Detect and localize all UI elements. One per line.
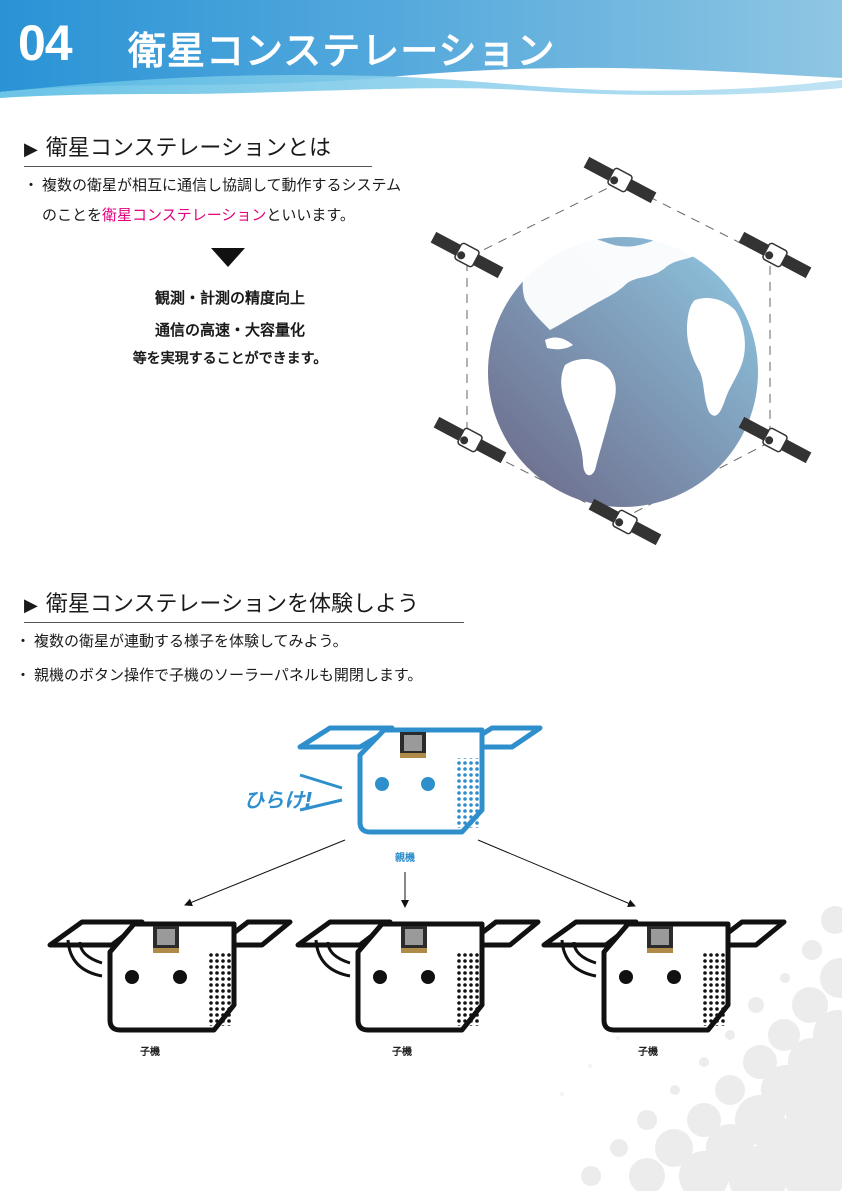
header-wave-background	[0, 0, 842, 98]
triangle-marker-icon: ▶	[24, 595, 38, 616]
section1-bullet-line2: のことを衛星コンステレーションといいます。	[42, 200, 355, 230]
bullet-text-after: といいます。	[266, 206, 355, 224]
bullet-dot: ・	[15, 632, 31, 650]
shout-text: ひらけ!	[244, 788, 314, 812]
parent-label: 親機	[395, 853, 415, 864]
child-satellite-robot	[295, 919, 541, 1033]
shout-line	[299, 773, 343, 790]
header-banner: 04 衛星コンステレーション	[0, 0, 842, 100]
body-shading	[455, 758, 479, 828]
satellite-icon	[583, 156, 657, 204]
benefits-list: 観測・計測の精度向上 通信の高速・大容量化 等を実現することができます。	[80, 282, 380, 372]
section2-bullet: ・複数の衛星が連動する様子を体験してみよう。	[12, 626, 348, 656]
down-arrow-triangle-icon	[211, 248, 245, 267]
section2-heading: ▶ 衛星コンステレーションを体験しよう	[24, 586, 464, 623]
shout-line	[299, 798, 343, 812]
satellite-icon	[738, 231, 812, 279]
microbit-board-icon	[400, 732, 426, 758]
child-label: 子機	[140, 1047, 160, 1058]
benefit-summary: 等を実現することができます。	[132, 351, 328, 367]
arrow-to-child-3	[477, 839, 636, 907]
child-satellite-robot	[541, 919, 787, 1033]
halftone-decoration	[560, 906, 842, 1191]
robot-eye-left	[375, 777, 389, 791]
robot-eye-right	[421, 777, 435, 791]
satellite-icon	[738, 416, 812, 464]
bullet-dot: ・	[23, 176, 39, 194]
chapter-number: 04	[18, 15, 73, 71]
benefit-item: 通信の高速・大容量化	[154, 321, 305, 339]
bullet-text: 親機のボタン操作で子機のソーラーパネルも開閉します。	[34, 666, 423, 684]
chapter-title: 衛星コンステレーション	[128, 29, 556, 73]
bullet-text-before: のことを	[42, 206, 103, 224]
arrow-to-child-1	[184, 839, 346, 907]
satellite-icon	[433, 416, 507, 464]
child-label: 子機	[392, 1047, 412, 1058]
parent-satellite-robot	[297, 725, 543, 835]
section2-heading-text: 衛星コンステレーションを体験しよう	[45, 592, 419, 617]
earth-globe-icon	[488, 237, 758, 507]
bullet-text: 複数の衛星が相互に通信し協調して動作するシステム	[42, 176, 402, 194]
section1-heading: ▶ 衛星コンステレーションとは	[24, 130, 372, 167]
section1-bullet-line1: ・複数の衛星が相互に通信し協調して動作するシステム	[20, 170, 401, 200]
child-label: 子機	[638, 1047, 658, 1058]
parent-child-diagram	[47, 725, 787, 1033]
robot-body	[357, 727, 485, 835]
satellite-icon	[430, 231, 504, 279]
bullet-dot: ・	[15, 666, 31, 684]
highlight-term: 衛星コンステレーション	[102, 206, 267, 224]
constellation-illustration	[430, 156, 812, 546]
child-satellite-robot	[47, 919, 293, 1033]
bullet-text: 複数の衛星が連動する様子を体験してみよう。	[34, 632, 348, 650]
satellite-icon	[588, 498, 662, 546]
section2-bullet: ・親機のボタン操作で子機のソーラーパネルも開閉します。	[12, 660, 422, 690]
benefit-item: 観測・計測の精度向上	[154, 289, 305, 307]
triangle-marker-icon: ▶	[24, 139, 38, 160]
section1-heading-text: 衛星コンステレーションとは	[45, 136, 331, 161]
